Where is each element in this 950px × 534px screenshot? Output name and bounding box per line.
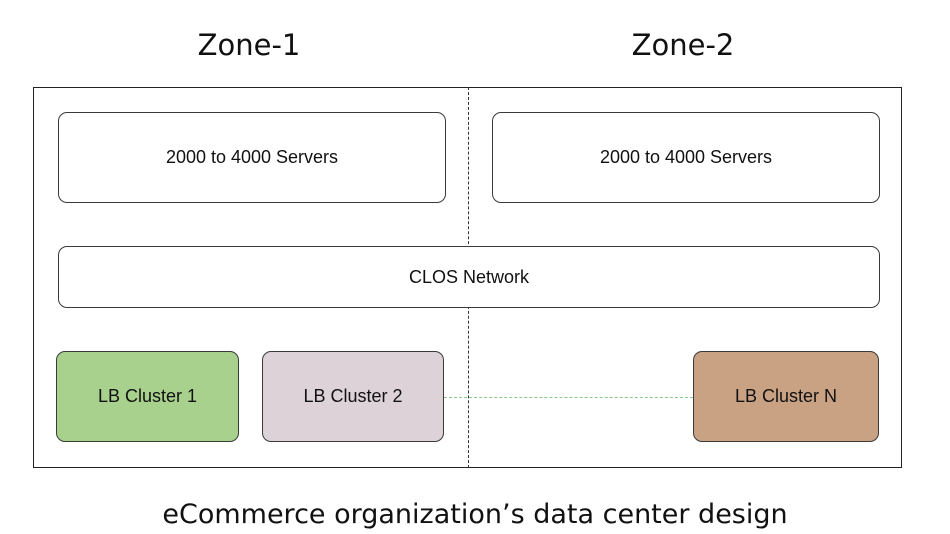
clos-network-label: CLOS Network xyxy=(408,266,530,287)
lb-cluster-1-box: LB Cluster 1 xyxy=(56,351,239,442)
servers-box-zone-2: 2000 to 4000 Servers xyxy=(492,112,880,203)
data-center-frame xyxy=(33,87,902,468)
diagram-caption: eCommerce organization’s data center des… xyxy=(162,499,788,530)
zone-2-title: Zone-2 xyxy=(631,28,735,62)
lb-cluster-2-label: LB Cluster 2 xyxy=(303,386,403,406)
lb-cluster-n-label: LB Cluster N xyxy=(734,386,838,406)
lb-cluster-n-box: LB Cluster N xyxy=(693,351,879,442)
lb-cluster-connector xyxy=(444,397,693,398)
lb-cluster-2-box: LB Cluster 2 xyxy=(262,351,444,442)
lb-cluster-1-label: LB Cluster 1 xyxy=(97,386,198,406)
zone-1-title: Zone-1 xyxy=(197,28,301,62)
servers-label-zone-2: 2000 to 4000 Servers xyxy=(599,147,773,167)
servers-box-zone-1: 2000 to 4000 Servers xyxy=(58,112,446,203)
servers-label-zone-1: 2000 to 4000 Servers xyxy=(165,147,339,167)
clos-network-box: CLOS Network xyxy=(58,246,880,308)
